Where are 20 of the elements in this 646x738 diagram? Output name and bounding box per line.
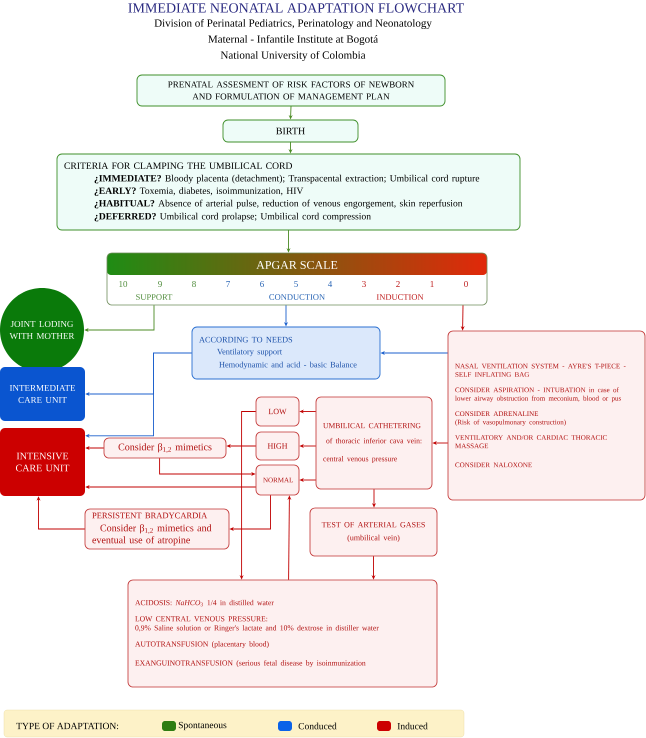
- title: IMMEDIATE NEONATAL ADAPTATION FLOWCHART: [128, 3, 464, 13]
- process-box: PRENATAL ASSESMENT OF RISK FACTORS OF NEWBORN AND FORMULATION OF MANAGEMENT PLAN: [136, 74, 446, 106]
- subtitle: National University of Colombia: [220, 50, 366, 62]
- legend-label: Conduced: [298, 722, 337, 730]
- criteria-box: CRITERIA FOR CLAMPING THE UMBILICAL CORD ¿IMMEDIATE? Bloody placenta (detachment); Transpacental extraction; Umbilical cord rupture ¿EARLY? Toxemia, diabetes, isoimmunization, HIV ¿HABITUAL? Absence of arterial pulse, reduction of venous engorgement, skin reperfusion ¿DEFERRED? Umbilical cord prolapse; Umbilical cord compression: [56, 154, 520, 230]
- action-box: PERSISTENT BRADYCARDIA Consider β$_{1,2}$ mimetics and eventual use of atropine: [84, 508, 230, 550]
- apgar-scale: APGAR SCALE 10 9 8 7 6 5 4 3 2 1 0 SUPPORT CONDUCTION INDUCTION: [106, 252, 488, 306]
- subtitle: Maternal - Infantile Institute at Bogotá: [208, 34, 378, 46]
- care-unit-box: INTENSIVE CARE UNIT: [0, 428, 85, 496]
- process-box: TEST OF ARTERIAL GASES (umbilical vein): [310, 508, 438, 556]
- process-box: BIRTH: [222, 120, 358, 142]
- result-box: HIGH: [256, 432, 300, 460]
- process-box: ACCORDING TO NEEDS Ventilatory support Hemodynamic and acid - basic Balance: [192, 326, 380, 380]
- result-box: LOW: [256, 396, 300, 426]
- legend-label: Induced: [398, 722, 428, 730]
- legend-title: TYPE OF ADAPTATION:: [16, 722, 118, 730]
- legend-label: Spontaneous: [178, 722, 226, 730]
- subtitle: Division of Perinatal Pediatrics, Perinatology and Neonatology: [154, 18, 432, 30]
- action-box: Consider β$_{1,2}$ mimetics: [104, 438, 226, 458]
- care-unit-box: INTERMEDIATE CARE UNIT: [0, 367, 85, 421]
